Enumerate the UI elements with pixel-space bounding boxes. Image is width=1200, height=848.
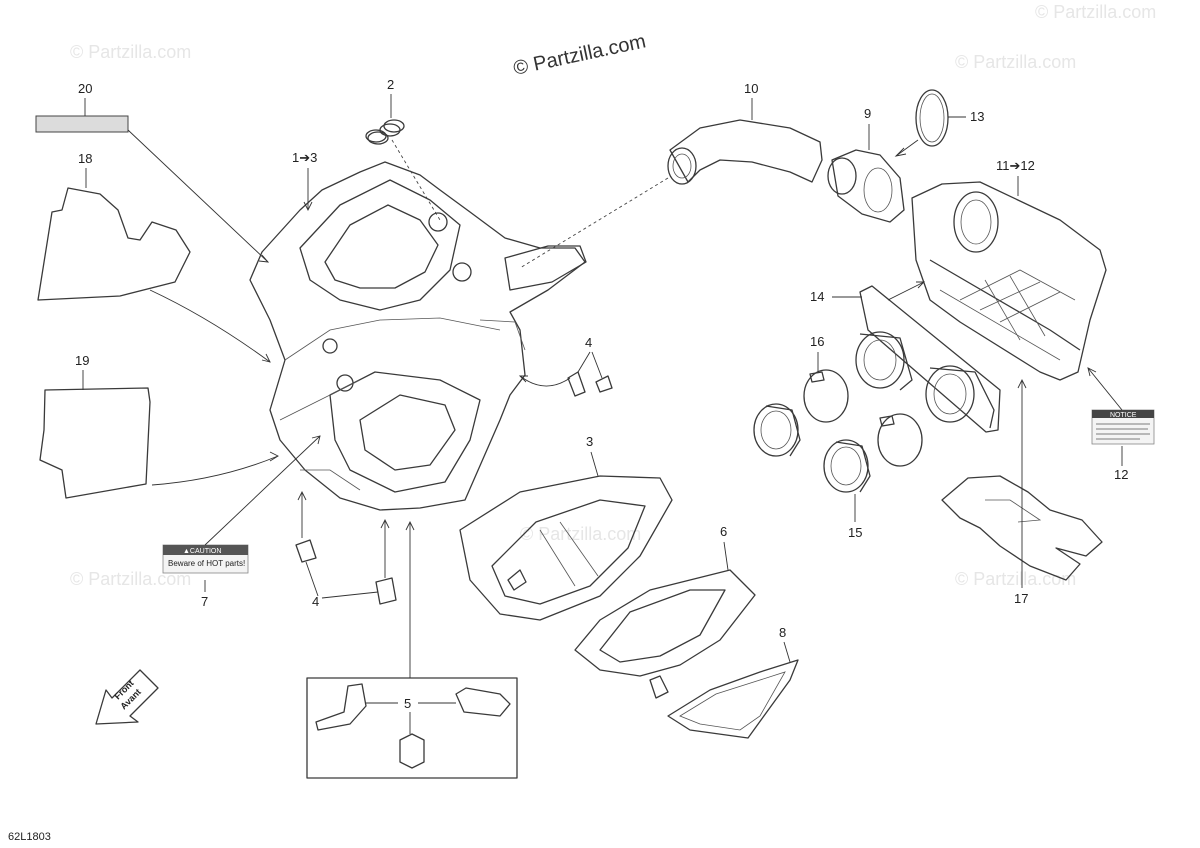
part-15-couplers <box>753 403 871 493</box>
callout-4a: 4 <box>585 335 592 350</box>
caution-body: Beware of HOT parts! <box>168 559 245 568</box>
part-10-hose <box>667 119 823 185</box>
part-11-12-airbox-cover <box>911 181 1107 381</box>
part-13-o-ring <box>915 89 949 147</box>
part-20-strip <box>35 115 129 133</box>
callout-14: 14 <box>810 289 824 304</box>
caution-heading: ▲CAUTION <box>183 548 221 555</box>
part-5-clip-kit <box>306 677 518 779</box>
notice-heading: NOTICE <box>1110 412 1137 419</box>
callout-8: 8 <box>779 625 786 640</box>
diagram-code: 62L1803 <box>8 831 51 843</box>
callout-19: 19 <box>75 353 89 368</box>
watermark-faded: © Partzilla.com <box>1035 2 1156 22</box>
part-9-adapter <box>827 149 905 223</box>
part-4-clips-left <box>295 539 397 605</box>
watermark-faded: © Partzilla.com <box>955 52 1076 72</box>
part-3-filter-frame <box>459 475 673 621</box>
callout-7: 7 <box>201 594 208 609</box>
callout-6: 6 <box>720 524 727 539</box>
watermark-faded: © Partzilla.com <box>520 524 641 544</box>
callout-3: 3 <box>586 434 593 449</box>
part-1-3-airbox-housing <box>249 123 587 511</box>
callout-18: 18 <box>78 151 92 166</box>
part-4-clips-right <box>567 371 613 397</box>
callout-9: 9 <box>864 106 871 121</box>
callout-16: 16 <box>810 334 824 349</box>
callout-15: 15 <box>848 525 862 540</box>
front-arrow <box>95 669 159 725</box>
part-8-filter-element <box>667 659 799 739</box>
part-14-gasket <box>859 285 1001 433</box>
watermark-main: © Partzilla.com <box>511 30 647 80</box>
callout-2: 2 <box>387 77 394 92</box>
part-2-grommets <box>365 119 405 143</box>
part-12-notice-decal <box>1091 409 1155 445</box>
watermark-faded: © Partzilla.com <box>70 42 191 62</box>
callout-17: 17 <box>1014 591 1028 606</box>
callout-5: 5 <box>404 696 411 711</box>
callout-13: 13 <box>970 109 984 124</box>
throttle-adapters <box>855 331 995 429</box>
callout-12: 12 <box>1114 467 1128 482</box>
callout-20: 20 <box>78 81 92 96</box>
callout-10: 10 <box>744 81 758 96</box>
watermark-faded: © Partzilla.com <box>955 569 1076 589</box>
part-18-pad <box>37 187 191 301</box>
watermark-faded: © Partzilla.com <box>70 569 191 589</box>
part-16-clamps <box>803 369 923 467</box>
callout-4b: 4 <box>312 594 319 609</box>
part-6-filter-tray <box>574 569 756 699</box>
part-17-heat-shield <box>941 475 1103 581</box>
callout-11-12: 11➔12 <box>996 158 1035 173</box>
part-19-pad <box>39 387 151 499</box>
callout-1-3: 1➔3 <box>292 150 317 165</box>
part-7-caution-decal <box>162 544 249 574</box>
